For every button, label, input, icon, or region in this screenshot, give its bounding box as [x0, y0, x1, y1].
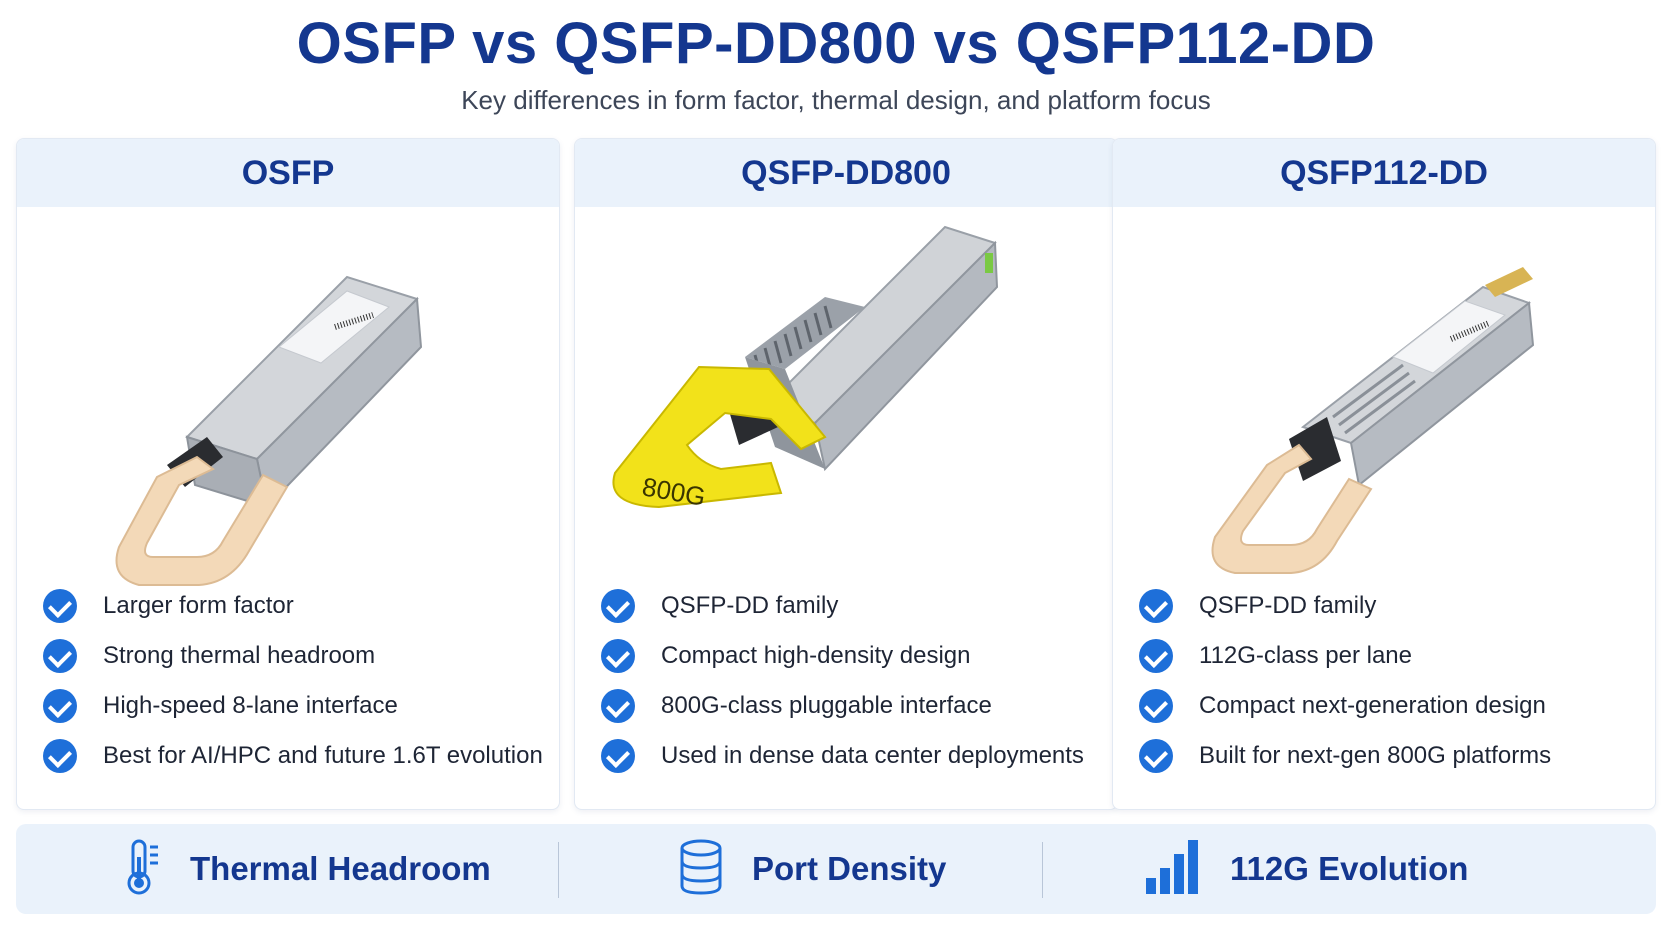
footer-item-thermal: Thermal Headroom	[120, 824, 491, 914]
qsfp-dd800-module-image: 800G	[575, 207, 1117, 597]
divider	[558, 842, 559, 898]
feature-text: Strong thermal headroom	[103, 642, 376, 669]
feature-text: Compact next-generation design	[1199, 692, 1546, 719]
check-icon	[43, 639, 77, 673]
feature-item: Larger form factor	[43, 589, 543, 623]
feature-text: High-speed 8-lane interface	[103, 692, 398, 719]
check-icon	[1139, 739, 1173, 773]
feature-item: Best for AI/HPC and future 1.6T evolutio…	[43, 739, 543, 773]
feature-item: Used in dense data center deployments	[601, 739, 1101, 773]
feature-text: QSFP-DD family	[1199, 592, 1377, 619]
check-icon	[601, 589, 635, 623]
card-title: QSFP-DD800	[575, 139, 1117, 207]
divider	[1042, 842, 1043, 898]
feature-text: 112G-class per lane	[1199, 642, 1412, 669]
check-icon	[601, 739, 635, 773]
feature-text: Compact high-density design	[661, 642, 971, 669]
footer-label: 112G Evolution	[1230, 850, 1469, 887]
feature-text: Larger form factor	[103, 592, 294, 619]
feature-item: 800G-class pluggable interface	[601, 689, 1101, 723]
check-icon	[43, 689, 77, 723]
feature-item: High-speed 8-lane interface	[43, 689, 543, 723]
thermometer-icon	[120, 837, 162, 902]
card-title: OSFP	[17, 139, 559, 207]
check-icon	[43, 739, 77, 773]
footer-item-evolution: 112G Evolution	[1144, 824, 1468, 914]
footer-item-density: Port Density	[678, 824, 946, 914]
page-subtitle: Key differences in form factor, thermal …	[461, 85, 1211, 115]
feature-item: 112G-class per lane	[1139, 639, 1639, 673]
check-icon	[601, 689, 635, 723]
card-osfp: OSFP Larger form factor	[16, 138, 560, 810]
card-qsfp112-dd: QSFP112-DD	[1112, 138, 1656, 810]
database-icon	[678, 838, 724, 901]
card-qsfp-dd800: QSFP-DD800	[574, 138, 1118, 810]
feature-list: QSFP-DD family Compact high-density desi…	[601, 589, 1101, 789]
feature-item: Built for next-gen 800G platforms	[1139, 739, 1639, 773]
comparison-cards: OSFP Larger form factor	[16, 138, 1656, 810]
header: OSFP vs QSFP-DD800 vs QSFP112-DD Key dif…	[0, 0, 1672, 118]
osfp-module-image	[17, 207, 559, 597]
card-title: QSFP112-DD	[1113, 139, 1655, 207]
feature-item: Compact high-density design	[601, 639, 1101, 673]
qsfp112-dd-module-image	[1113, 207, 1655, 597]
feature-list: QSFP-DD family 112G-class per lane Compa…	[1139, 589, 1639, 789]
footer-label: Thermal Headroom	[190, 850, 491, 887]
feature-text: QSFP-DD family	[661, 592, 839, 619]
feature-item: QSFP-DD family	[601, 589, 1101, 623]
check-icon	[1139, 689, 1173, 723]
check-icon	[601, 639, 635, 673]
feature-item: QSFP-DD family	[1139, 589, 1639, 623]
check-icon	[1139, 589, 1173, 623]
feature-text: 800G-class pluggable interface	[661, 692, 992, 719]
feature-text: Used in dense data center deployments	[661, 742, 1084, 769]
feature-item: Compact next-generation design	[1139, 689, 1639, 723]
feature-list: Larger form factor Strong thermal headro…	[43, 589, 543, 789]
check-icon	[43, 589, 77, 623]
footer-bar: Thermal Headroom Port Density 112G Evolu…	[16, 824, 1656, 914]
signal-bars-icon	[1144, 838, 1202, 901]
feature-text: Best for AI/HPC and future 1.6T evolutio…	[103, 742, 543, 769]
check-icon	[1139, 639, 1173, 673]
feature-item: Strong thermal headroom	[43, 639, 543, 673]
footer-label: Port Density	[752, 850, 947, 887]
page-title: OSFP vs QSFP-DD800 vs QSFP112-DD	[296, 11, 1376, 76]
feature-text: Built for next-gen 800G platforms	[1199, 742, 1552, 769]
